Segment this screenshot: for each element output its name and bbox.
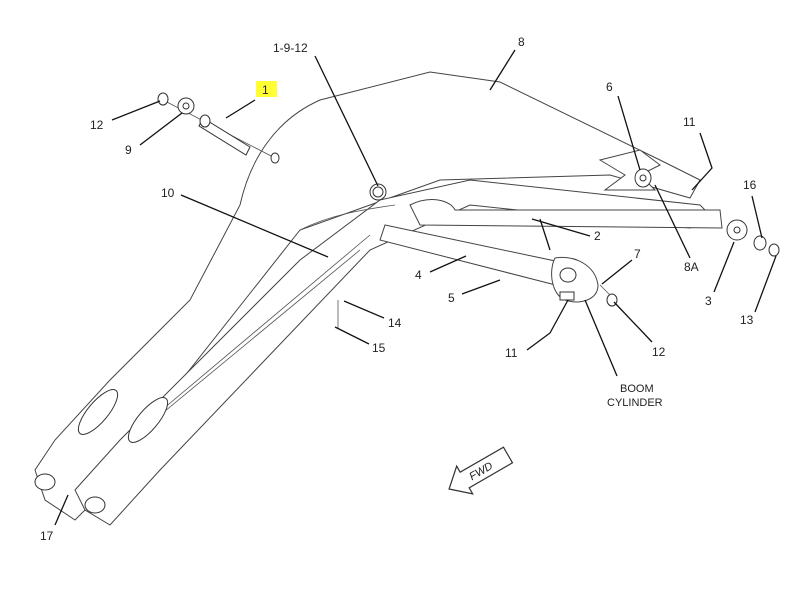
callout-7: 7 [634,247,641,261]
fwd-arrow: FWD [448,446,514,495]
callout-boom-cylinder-line2: CYLINDER [607,397,663,409]
pin-assembly [157,92,780,328]
part-1-highlight [256,81,277,97]
callout-11-lower: 11 [505,346,518,360]
callout-9: 9 [125,143,132,157]
callout-12-lower: 12 [652,345,666,359]
boom-body [34,71,723,526]
callout-2: 2 [594,229,601,243]
callout-5: 5 [448,291,455,305]
callout-1-9-12: 1-9-12 [273,41,308,55]
callout-8a: 8A [684,260,699,274]
callout-17: 17 [40,529,54,543]
callout-14: 14 [388,316,402,330]
callout-3: 3 [705,294,712,308]
leader-lines [54,49,777,526]
callout-boom-cylinder-line1: BOOM [620,383,654,395]
callout-10: 10 [161,186,175,200]
callout-6: 6 [606,80,613,94]
callout-8: 8 [518,35,525,49]
callout-13: 13 [740,313,754,327]
callout-4: 4 [415,268,422,282]
callout-16: 16 [743,178,757,192]
callout-15: 15 [372,341,386,355]
callout-11: 11 [683,115,696,129]
callout-12: 12 [90,118,104,132]
callout-1: 1 [262,83,269,97]
